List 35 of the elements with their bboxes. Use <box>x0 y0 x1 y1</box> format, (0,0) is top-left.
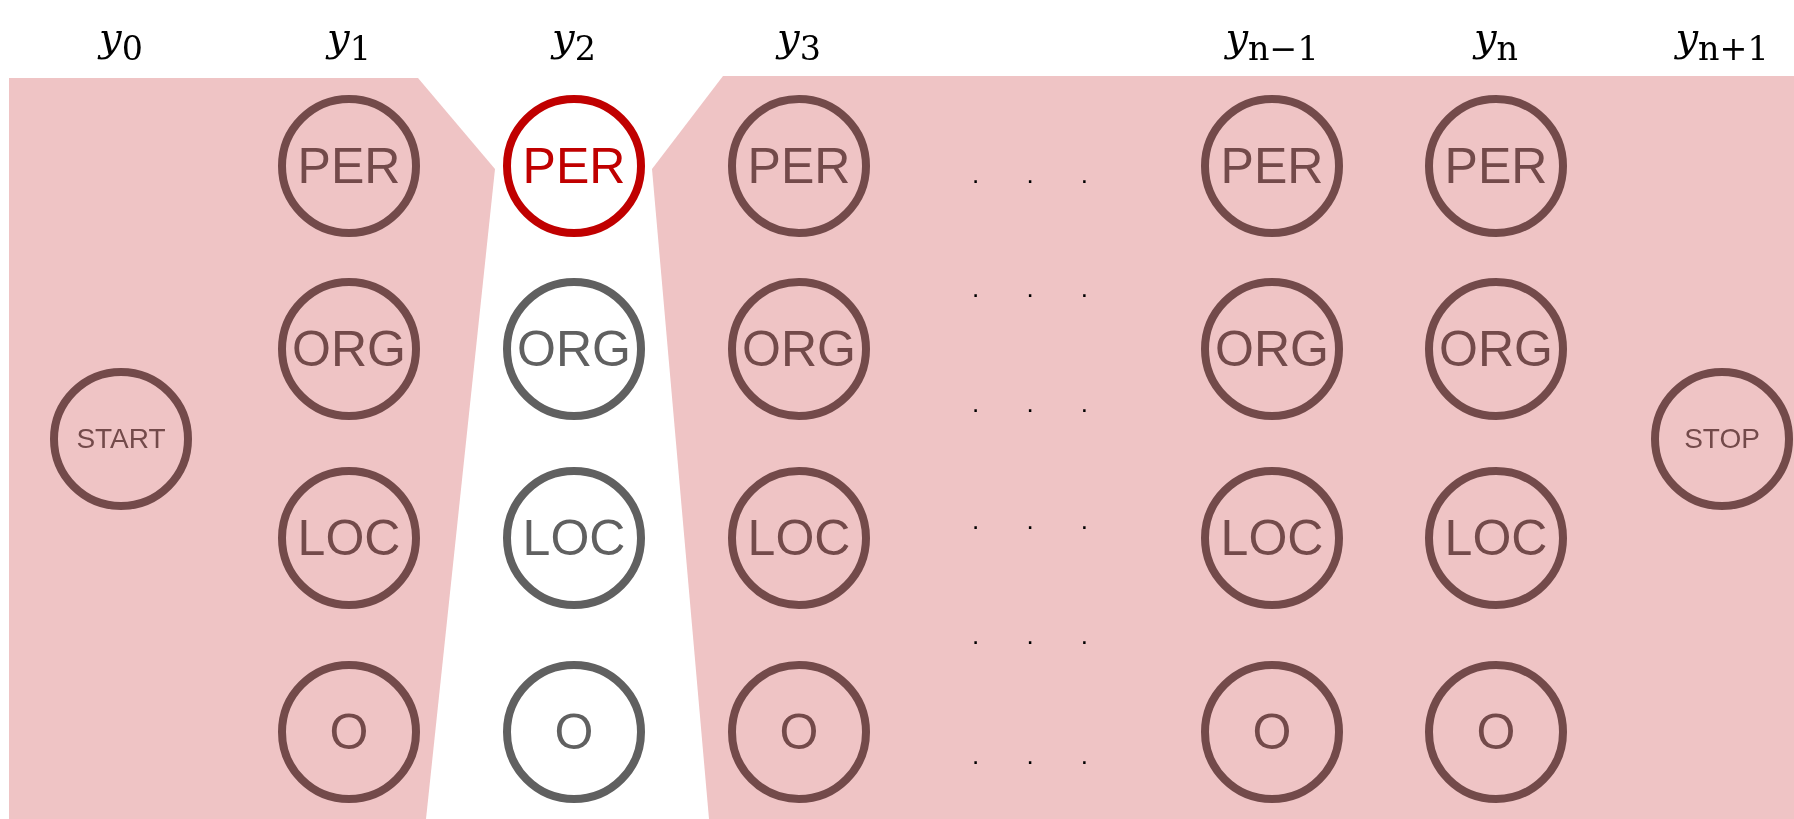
state-circle: LOC <box>503 467 645 609</box>
state-circle: START <box>50 368 192 510</box>
state-circle: O <box>278 661 420 803</box>
state-circle: O <box>1201 661 1343 803</box>
ellipsis: . . . <box>971 158 1089 190</box>
ellipsis: . . . <box>971 387 1089 419</box>
column-label: y$_{3}$ <box>777 14 821 68</box>
state-circle: ORG <box>728 278 870 420</box>
state-circle: O <box>1425 661 1567 803</box>
state-circle: LOC <box>278 467 420 609</box>
column-label: y$_{n−1}$ <box>1225 14 1319 68</box>
state-circle: LOC <box>728 467 870 609</box>
column-label: y$_{n+1}$ <box>1675 14 1769 68</box>
state-circle: PER <box>1201 95 1343 237</box>
state-circle: LOC <box>1201 467 1343 609</box>
state-circle: PER <box>728 95 870 237</box>
state-circle: ORG <box>278 278 420 420</box>
ellipsis: . . . <box>971 504 1089 536</box>
state-circle: LOC <box>1425 467 1567 609</box>
state-circle: ORG <box>1201 278 1343 420</box>
column-label: y$_{1}$ <box>327 14 371 68</box>
column-label: y$_{n}$ <box>1473 14 1519 68</box>
state-circle: ORG <box>503 278 645 420</box>
state-circle: PER <box>278 95 420 237</box>
state-circle: O <box>728 661 870 803</box>
ellipsis: . . . <box>971 619 1089 651</box>
column-label: y$_{2}$ <box>552 14 596 68</box>
state-circle: STOP <box>1651 368 1793 510</box>
ellipsis: . . . <box>971 272 1089 304</box>
ellipsis: . . . <box>971 739 1089 771</box>
state-circle: PER <box>1425 95 1567 237</box>
column-label: y$_{0}$ <box>99 14 143 68</box>
state-circle: PER <box>503 95 645 237</box>
state-circle: ORG <box>1425 278 1567 420</box>
state-circle: O <box>503 661 645 803</box>
